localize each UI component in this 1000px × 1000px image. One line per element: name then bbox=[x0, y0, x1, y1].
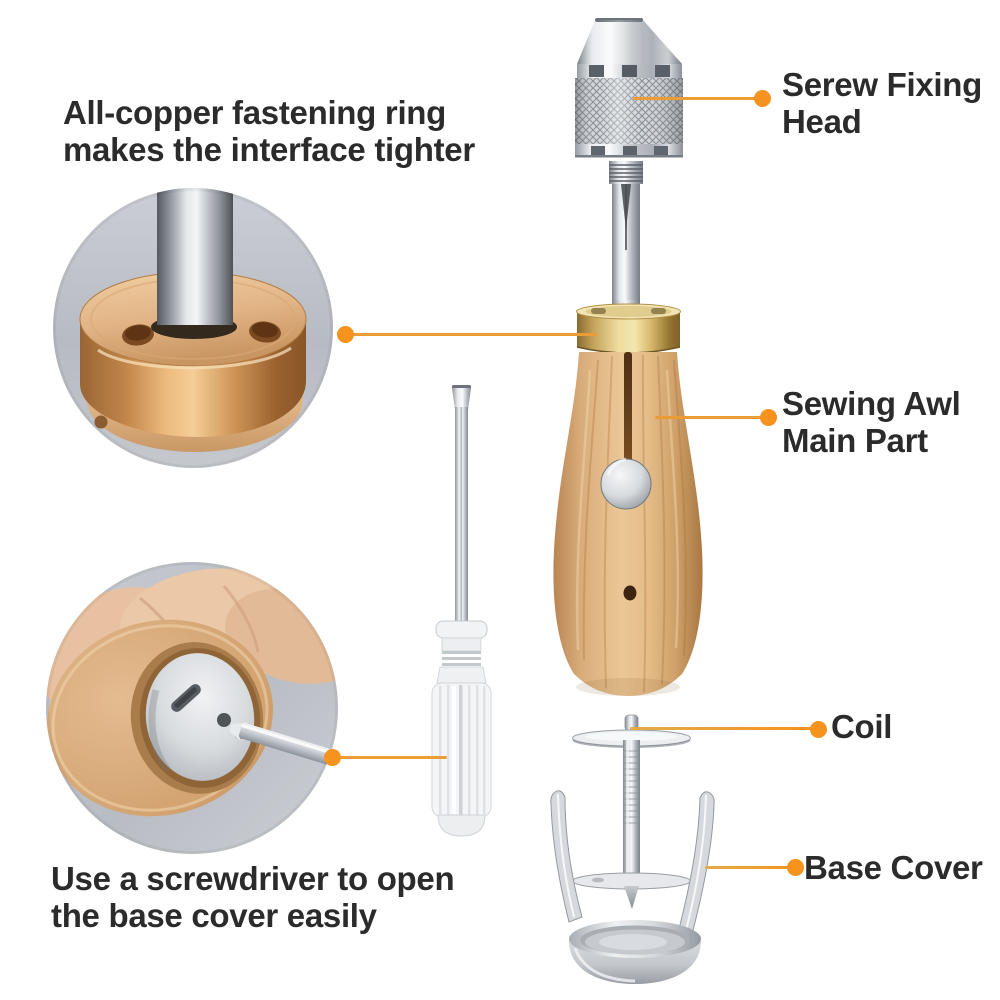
screwdriver-handle bbox=[431, 682, 492, 837]
screwdriver-photo bbox=[431, 385, 492, 837]
base-cover-open-closeup-photo bbox=[46, 562, 338, 854]
leader-fastening-ring bbox=[345, 333, 597, 336]
brass-fastening-ring bbox=[576, 303, 681, 354]
wooden-handle-body bbox=[553, 352, 703, 696]
chuck-knurl-band bbox=[575, 78, 683, 144]
coil-needle-tip bbox=[624, 886, 639, 909]
threaded-stud bbox=[609, 161, 643, 184]
leader-screwdriver bbox=[332, 756, 447, 759]
leader-dot-screwdriver bbox=[324, 749, 341, 766]
coil-shaft bbox=[623, 740, 640, 880]
chuck-cone bbox=[577, 18, 682, 64]
label-fastening-ring-note: All-copper fastening ring makes the inte… bbox=[63, 94, 475, 169]
cover-slot bbox=[171, 684, 201, 712]
fastening-ring-closeup-photo bbox=[53, 188, 333, 468]
leader-dot-coil bbox=[810, 721, 827, 738]
handle-slot bbox=[624, 352, 632, 472]
leader-coil bbox=[630, 727, 818, 730]
screw-fixing-head-photo bbox=[575, 18, 683, 308]
label-base-cover: Base Cover bbox=[804, 849, 983, 886]
needle-shaft-upper bbox=[612, 184, 640, 308]
leader-base-cover bbox=[705, 866, 795, 869]
label-sewing-awl-main-part: Sewing Awl Main Part bbox=[782, 385, 961, 460]
label-screw-fixing-head: Serew Fixing Head bbox=[782, 66, 982, 141]
leader-sewing-awl bbox=[655, 416, 768, 419]
label-coil: Coil bbox=[831, 708, 893, 745]
ring-screw-holes bbox=[122, 321, 281, 346]
screwdriver-ferrule bbox=[435, 620, 488, 684]
base-cover-photo bbox=[550, 790, 715, 984]
label-screwdriver-note: Use a screwdriver to open the base cover… bbox=[51, 860, 455, 935]
leader-dot-base-cover bbox=[787, 859, 804, 876]
screwdriver-blade bbox=[452, 385, 471, 621]
leader-dot-screw-fixing-head bbox=[754, 90, 771, 107]
base-cover-cup bbox=[569, 920, 701, 984]
metal-thumb-disc bbox=[600, 457, 652, 510]
coil-photo bbox=[572, 714, 691, 909]
leader-screw-fixing-head bbox=[633, 97, 762, 100]
steel-shaft-closeup bbox=[151, 188, 237, 339]
leader-dot-sewing-awl bbox=[760, 409, 777, 426]
chuck-bottom-lip bbox=[575, 144, 683, 158]
sewing-awl-handle-photo bbox=[553, 300, 703, 696]
cover-hole bbox=[217, 713, 231, 727]
base-cover-prongs bbox=[550, 790, 715, 939]
metal-base-cover-disc bbox=[145, 653, 255, 781]
chuck-collar bbox=[577, 64, 682, 78]
leader-dot-fastening-ring bbox=[337, 326, 354, 343]
handle-hole bbox=[623, 585, 637, 601]
